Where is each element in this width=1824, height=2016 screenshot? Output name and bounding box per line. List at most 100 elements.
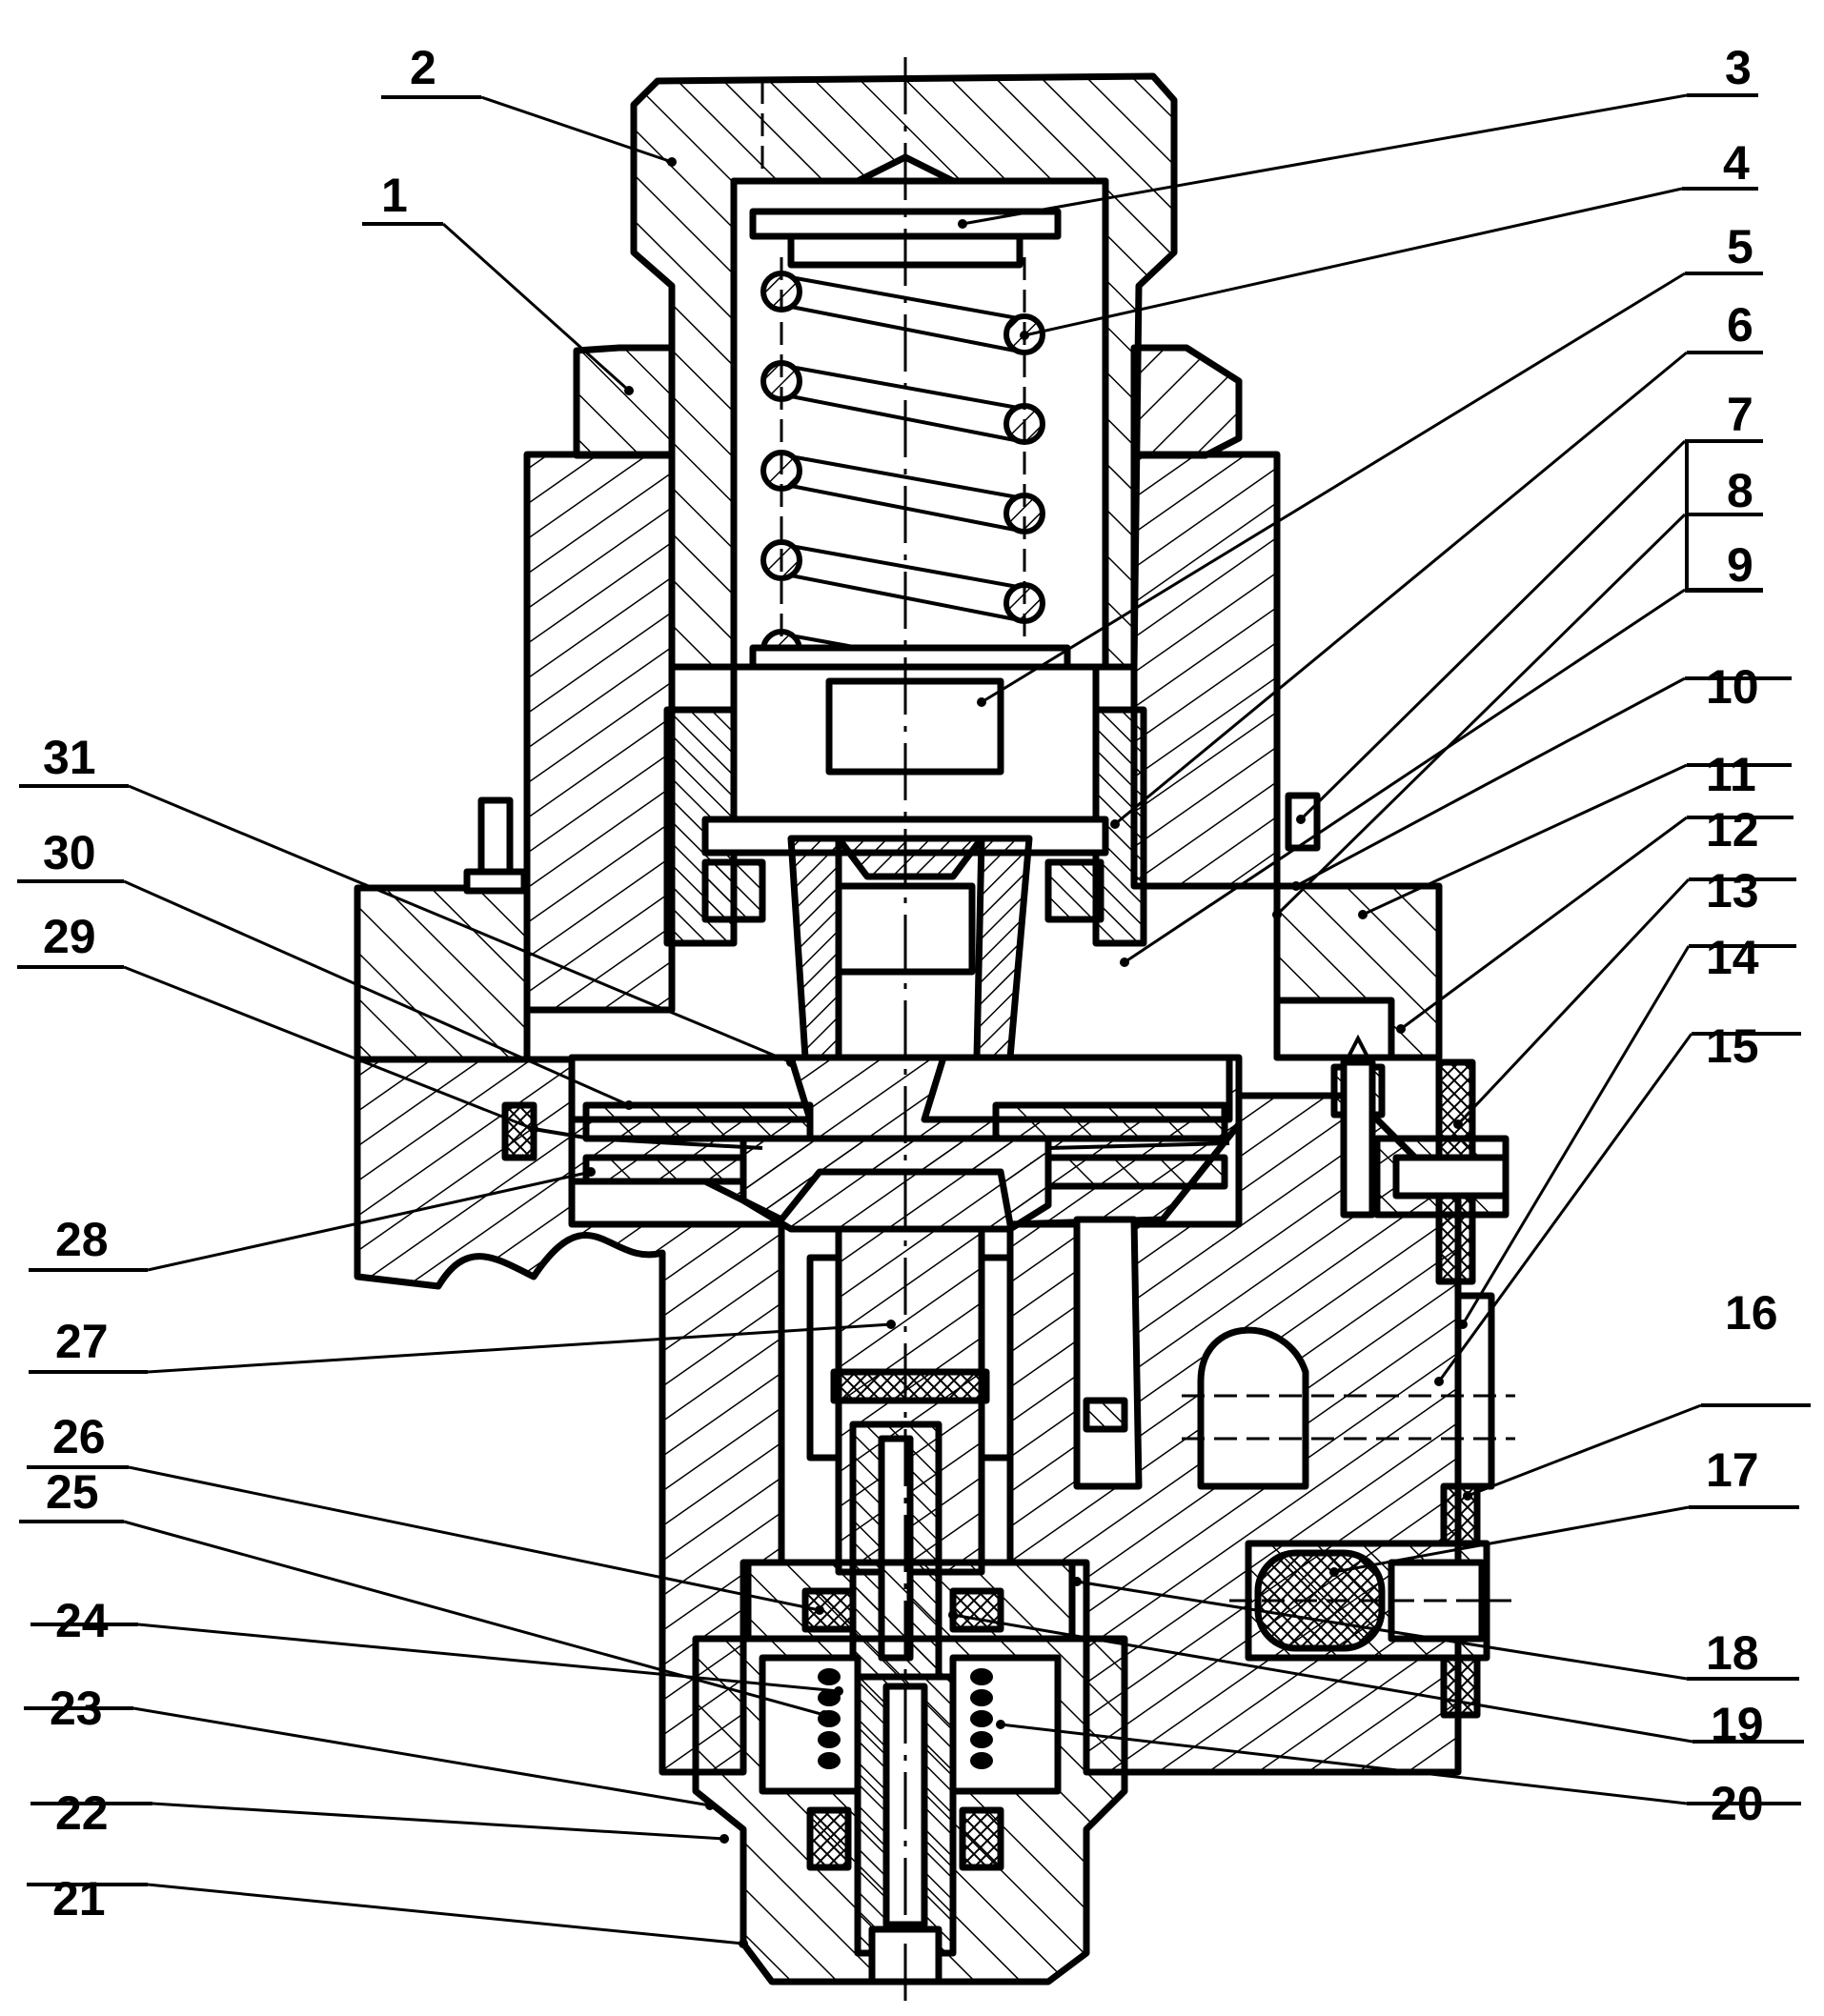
callout-leader-line <box>147 1322 892 1374</box>
callout-number: 21 <box>52 1872 106 1925</box>
callout-number: 26 <box>52 1410 106 1463</box>
callout-leader-line <box>1333 1505 1690 1574</box>
callout-number: 22 <box>55 1786 109 1840</box>
lower-valve-assembly <box>692 1421 1128 1986</box>
callout-leader-line <box>1124 588 1686 964</box>
callout-23: 23 <box>24 1682 715 1810</box>
callout-6: 6 <box>1110 298 1763 829</box>
callout-anchor-dot <box>1291 881 1301 891</box>
callout-7: 7 <box>1296 388 1763 824</box>
callout-8: 8 <box>1272 464 1763 919</box>
lower-spring-left <box>818 1668 841 1769</box>
spring-coil-section <box>818 1668 841 1685</box>
callout-anchor-dot <box>834 1686 843 1696</box>
spring-coil-section <box>970 1668 993 1685</box>
callout-number: 1 <box>381 169 408 222</box>
callout-anchor-dot <box>1272 910 1282 919</box>
callout-leader-line <box>152 1802 725 1841</box>
callout-leader-line <box>1023 187 1683 337</box>
callout-leader-line <box>981 272 1686 704</box>
lower-spring-right <box>970 1668 993 1769</box>
callout-14: 14 <box>1458 931 1796 1329</box>
callout-26: 26 <box>27 1410 824 1615</box>
callout-number: 14 <box>1706 931 1759 984</box>
callout-2: 2 <box>381 41 677 167</box>
callout-leader-line <box>1437 1033 1693 1382</box>
callout-19: 19 <box>948 1610 1804 1751</box>
callout-3: 3 <box>958 41 1758 229</box>
callout-anchor-dot <box>1020 331 1029 340</box>
callout-anchor-dot <box>1110 819 1120 829</box>
callout-number: 16 <box>1725 1286 1778 1340</box>
callout-anchor-dot <box>996 1720 1005 1729</box>
callout-anchor-dot <box>705 1801 715 1810</box>
callout-anchor-dot <box>1396 1024 1406 1034</box>
callout-leader-line <box>480 95 673 164</box>
callout-leader-line <box>1114 351 1688 826</box>
callout-anchor-dot <box>1463 1491 1472 1501</box>
callout-anchor-dot <box>1358 910 1368 919</box>
callout-leader-line <box>123 965 535 1131</box>
callout-22: 22 <box>30 1786 729 1844</box>
callout-number: 25 <box>46 1465 99 1519</box>
callout-number: 9 <box>1727 538 1753 592</box>
spring-piston <box>663 644 1147 947</box>
spring-coil-section <box>970 1689 993 1706</box>
callout-number: 8 <box>1727 464 1753 517</box>
callout-leader-line <box>952 1613 1693 1744</box>
callout-anchor-dot <box>1296 815 1306 824</box>
callout-leader-line <box>1295 676 1686 888</box>
callout-group-bracket <box>1685 441 1763 593</box>
callout-anchor-dot <box>739 1939 748 1948</box>
callout-25: 25 <box>19 1465 829 1720</box>
callout-number: 12 <box>1706 803 1759 857</box>
callout-anchor-dot <box>820 1710 829 1720</box>
callouts: 2131302928272625242322213456789101112131… <box>17 41 1811 1948</box>
callout-27: 27 <box>29 1315 896 1374</box>
callout-18: 18 <box>1072 1577 1799 1681</box>
callout-anchor-dot <box>1329 1567 1339 1577</box>
callout-anchor-dot <box>1453 1119 1463 1129</box>
callout-leader-line <box>1467 1403 1702 1498</box>
callout-30: 30 <box>17 826 634 1110</box>
callout-leader-line <box>1456 877 1691 1126</box>
spring-coil-section <box>970 1710 993 1727</box>
callout-leader-line <box>441 222 631 393</box>
spring-coil-section <box>818 1752 841 1769</box>
callout-number: 2 <box>410 41 436 94</box>
callout-leader-line <box>1275 513 1687 917</box>
callout-21: 21 <box>27 1872 748 1948</box>
callout-number: 15 <box>1706 1019 1759 1073</box>
callout-12: 12 <box>1396 803 1794 1034</box>
callout-leader-line <box>1076 1580 1688 1681</box>
spring-coil-section <box>818 1731 841 1748</box>
callout-leader-line <box>128 1465 821 1612</box>
callout-4: 4 <box>1020 136 1758 340</box>
callout-anchor-dot <box>958 219 967 229</box>
callout-leader-line <box>1000 1723 1688 1805</box>
callout-number: 11 <box>1706 748 1756 801</box>
callout-number: 29 <box>43 910 96 963</box>
callout-leader-line <box>123 879 630 1107</box>
callout-number: 27 <box>55 1315 109 1368</box>
callout-29: 29 <box>17 910 538 1134</box>
callout-anchor-dot <box>1458 1320 1468 1329</box>
callout-anchor-dot <box>624 1100 634 1110</box>
callout-leader-line <box>1362 763 1688 917</box>
callout-anchor-dot <box>948 1610 958 1620</box>
callout-number: 23 <box>50 1682 103 1735</box>
set-screw <box>463 792 1321 895</box>
callout-leader-line <box>147 1883 744 1945</box>
callout-anchor-dot <box>586 1167 596 1177</box>
callout-leader-line <box>123 1520 825 1717</box>
callout-anchor-dot <box>977 697 986 707</box>
spring-coil-section <box>970 1731 993 1748</box>
callout-number: 6 <box>1727 298 1753 352</box>
callout-anchor-dot <box>815 1605 824 1615</box>
callout-number: 19 <box>1711 1698 1764 1751</box>
callout-28: 28 <box>29 1167 596 1272</box>
callout-anchor-dot <box>886 1320 896 1329</box>
callout-leader-line <box>132 1706 711 1807</box>
diaphragm-assembly <box>501 1054 1233 1233</box>
